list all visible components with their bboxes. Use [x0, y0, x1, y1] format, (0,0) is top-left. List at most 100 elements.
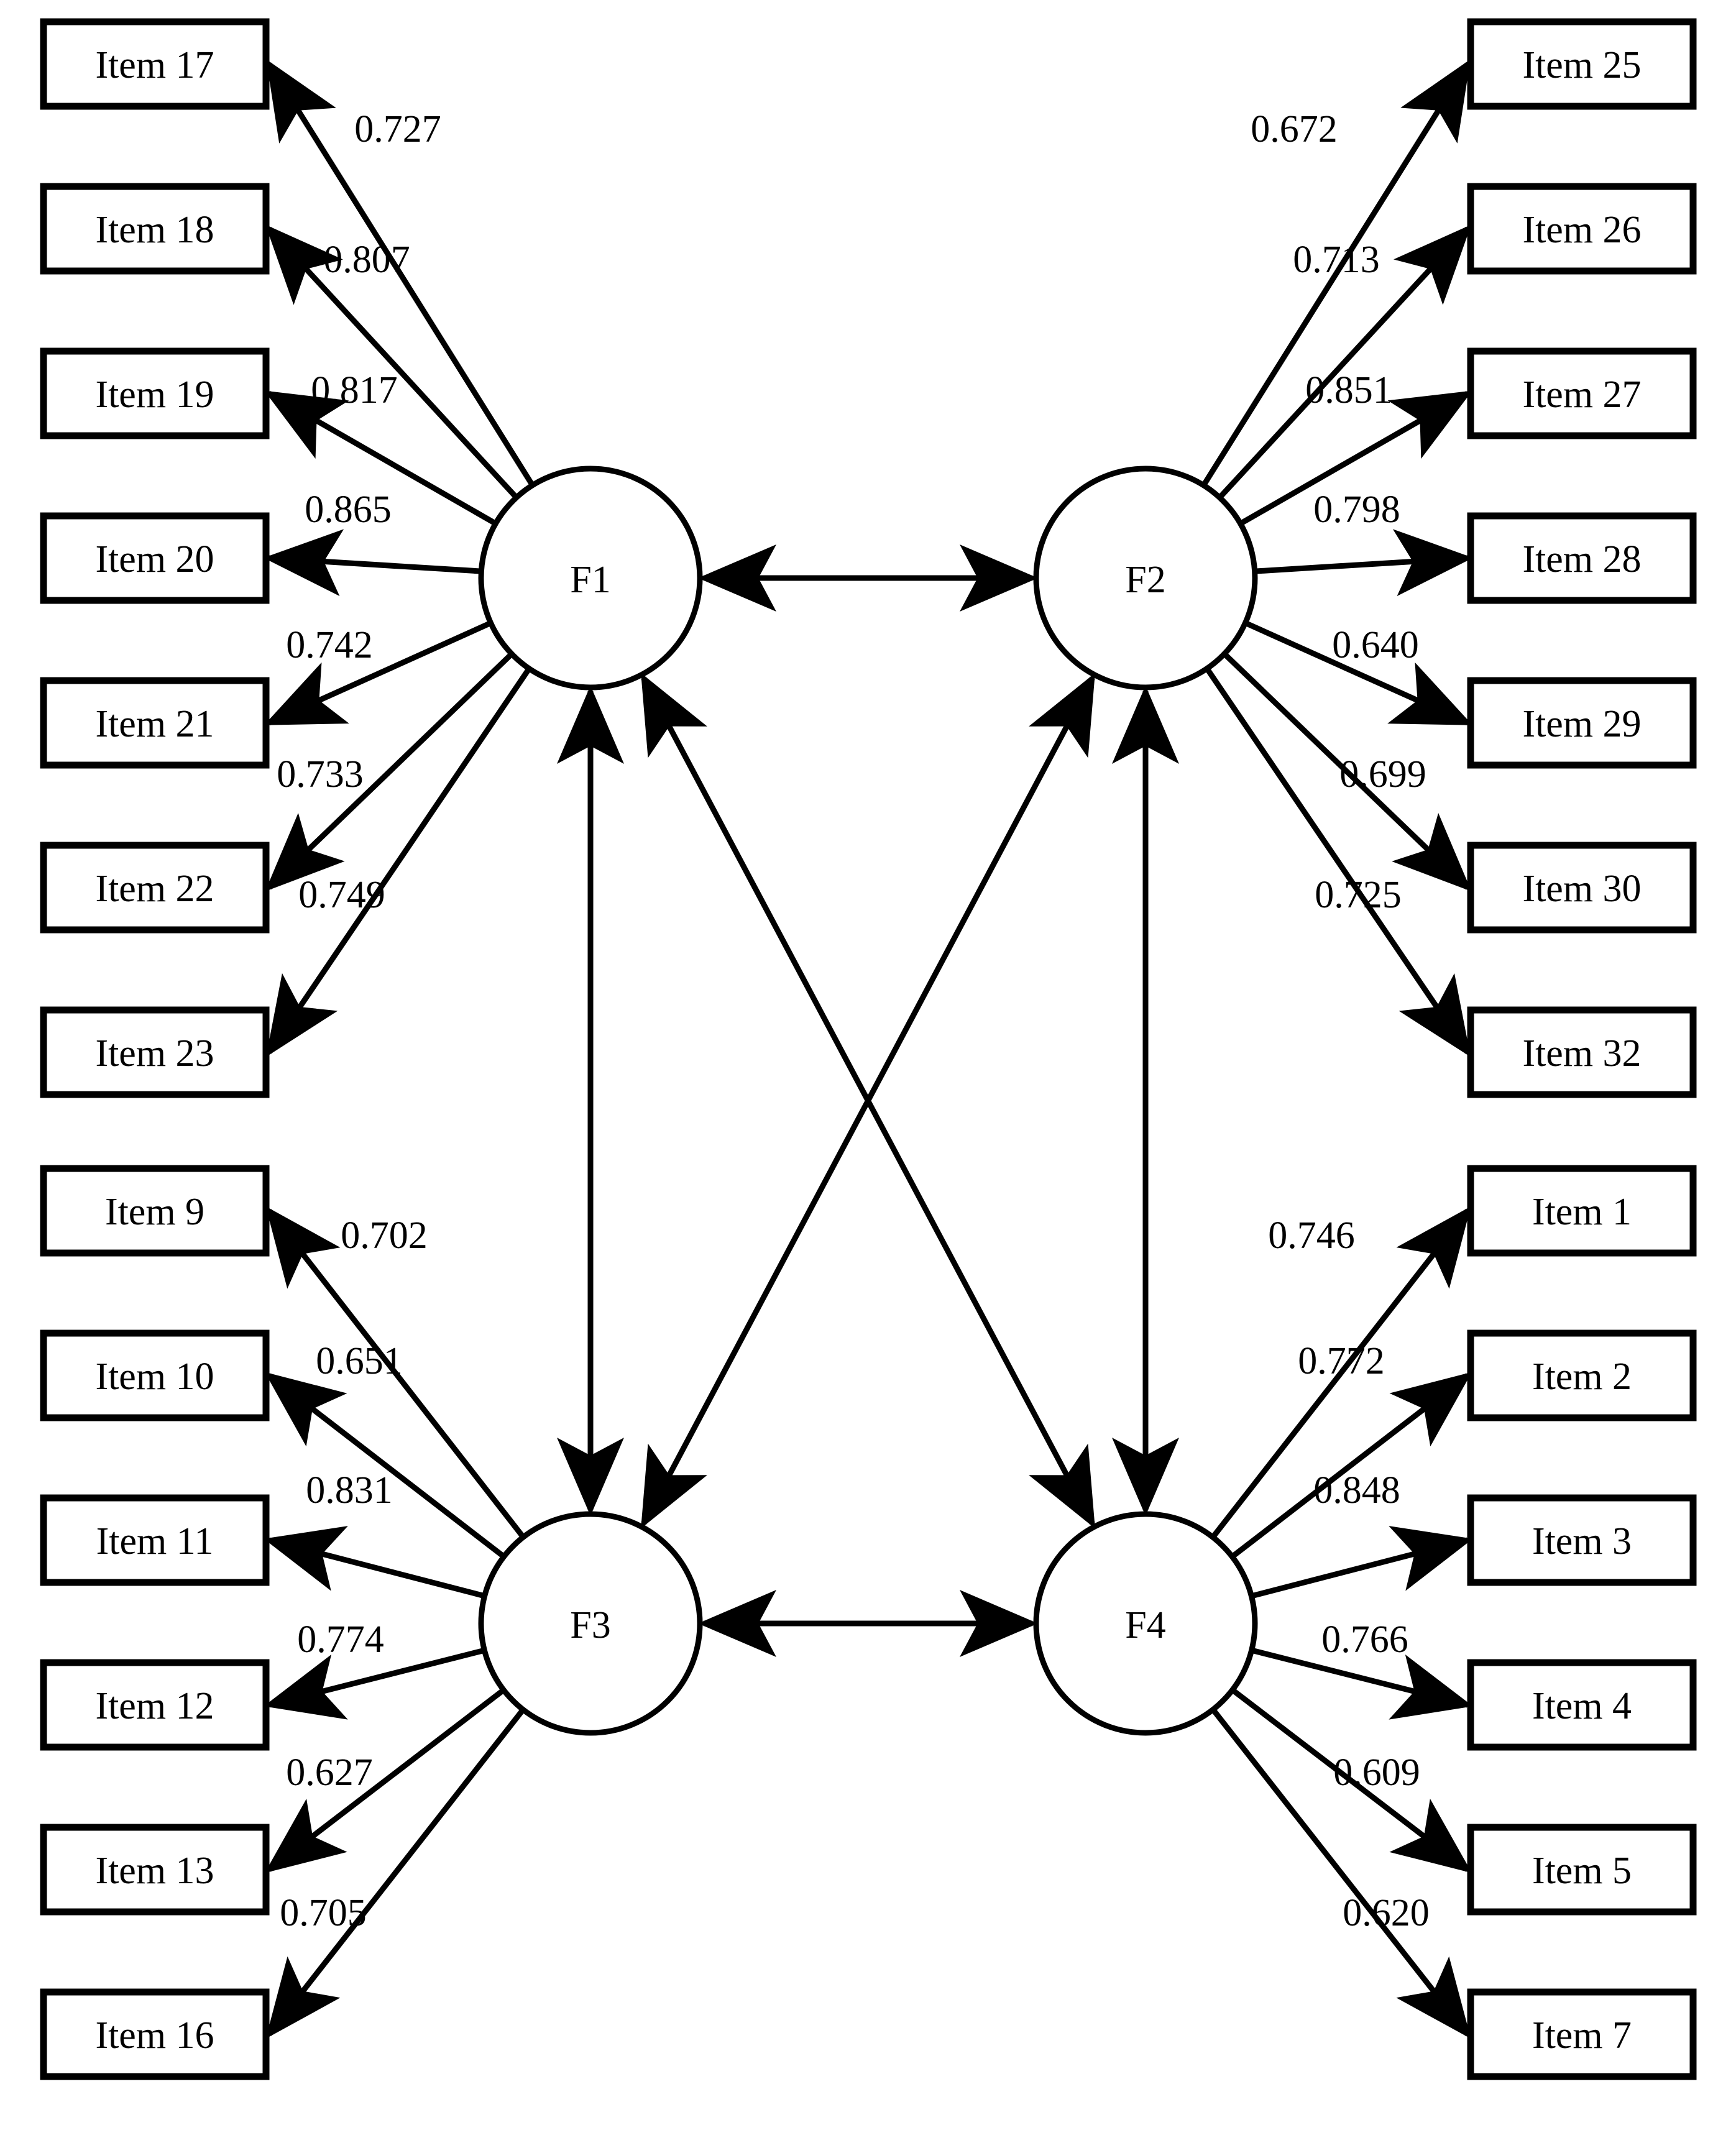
indicator-rect[interactable] [40, 183, 270, 275]
factor-loading-arrow [265, 667, 531, 1057]
indicator-box[interactable]: Item 23 [40, 1006, 270, 1098]
indicator-rect[interactable] [1467, 512, 1697, 604]
factor-circle[interactable] [478, 1511, 703, 1736]
factor-loading-arrow [1254, 529, 1473, 597]
indicator-rect[interactable] [40, 1824, 270, 1916]
loading-value-label: 0.851 [1305, 369, 1392, 411]
indicator-box[interactable]: Item 5 [1467, 1824, 1697, 1916]
indicator-label: Item 18 [95, 209, 214, 251]
indicator-label: Item 19 [95, 374, 214, 416]
factor-loading-arrow [264, 390, 497, 526]
indicator-rect[interactable] [1467, 1659, 1697, 1751]
indicator-box[interactable]: Item 18 [40, 183, 270, 275]
indicator-rect[interactable] [40, 1659, 270, 1751]
indicator-rect[interactable] [40, 842, 270, 934]
indicator-box[interactable]: Item 20 [40, 512, 270, 604]
loading-value-label: 0.699 [1339, 753, 1426, 796]
indicator-box[interactable]: Item 2 [1467, 1329, 1697, 1421]
indicator-label: Item 29 [1522, 703, 1641, 745]
indicator-rect[interactable] [1467, 677, 1697, 769]
indicator-label: Item 7 [1532, 2014, 1632, 2057]
indicator-rect[interactable] [1467, 18, 1697, 110]
factor-label: F4 [1125, 1604, 1165, 1646]
indicator-box[interactable]: Item 22 [40, 842, 270, 934]
factor-circle[interactable] [1033, 1511, 1258, 1736]
loading-value-label: 0.831 [306, 1469, 393, 1512]
indicator-label: Item 1 [1532, 1191, 1632, 1233]
indicator-rect[interactable] [40, 1988, 270, 2080]
factor-loading-arrow [1231, 1687, 1472, 1873]
indicator-box[interactable]: Item 19 [40, 347, 270, 439]
indicator-box[interactable]: Item 21 [40, 677, 270, 769]
indicator-label: Item 28 [1522, 538, 1641, 581]
indicator-box[interactable]: Item 25 [1467, 18, 1697, 110]
factor-loading-arrow [1239, 390, 1472, 526]
loading-value-label: 0.672 [1251, 108, 1338, 150]
indicator-box[interactable]: Item 13 [40, 1824, 270, 1916]
factor-loading-arrow [1201, 59, 1471, 487]
indicator-label: Item 2 [1532, 1356, 1632, 1398]
indicator-rect[interactable] [1467, 1006, 1697, 1098]
factor-circle[interactable] [1033, 466, 1258, 691]
indicator-rect[interactable] [40, 1006, 270, 1098]
indicator-rect[interactable] [40, 1329, 270, 1421]
indicator-label: Item 26 [1522, 209, 1641, 251]
indicator-box[interactable]: Item 30 [1467, 842, 1697, 934]
indicator-rect[interactable] [40, 512, 270, 604]
factor-loading-arrow [1230, 1372, 1472, 1559]
indicator-rect[interactable] [1467, 183, 1697, 275]
loading-value-label: 0.865 [305, 489, 392, 531]
factor-correlation-arrow-f2-f3 [641, 673, 1095, 1529]
indicator-rect[interactable] [40, 18, 270, 110]
indicator-box[interactable]: Item 17 [40, 18, 270, 110]
indicator-box[interactable]: Item 7 [1467, 1988, 1697, 2080]
indicator-box[interactable]: Item 27 [1467, 347, 1697, 439]
indicator-rect[interactable] [1467, 1494, 1697, 1586]
indicator-rect[interactable] [1467, 1165, 1697, 1257]
factor-loading-arrow [264, 620, 492, 726]
loading-value-label: 0.798 [1313, 489, 1400, 531]
indicator-box[interactable]: Item 16 [40, 1988, 270, 2080]
loading-value-label: 0.651 [316, 1340, 403, 1382]
factor-node-f2[interactable]: F2 [1033, 466, 1258, 691]
indicator-label: Item 10 [95, 1356, 214, 1398]
indicator-rect[interactable] [1467, 347, 1697, 439]
factor-loading-arrow [264, 1687, 506, 1873]
factor-node-f3[interactable]: F3 [478, 1511, 703, 1736]
indicator-box[interactable]: Item 28 [1467, 512, 1697, 604]
indicator-rect[interactable] [40, 347, 270, 439]
indicator-box[interactable]: Item 32 [1467, 1006, 1697, 1098]
factor-circle[interactable] [478, 466, 703, 691]
factor-node-f1[interactable]: F1 [478, 466, 703, 691]
factor-label: F2 [1125, 559, 1165, 601]
indicator-rect[interactable] [40, 677, 270, 769]
indicator-label: Item 4 [1532, 1685, 1632, 1727]
indicator-box[interactable]: Item 9 [40, 1165, 270, 1257]
indicator-boxes-layer: Item 17 Item 18 Item 19 Item 20 Item 21 Item … [40, 18, 1697, 2080]
indicator-rect[interactable] [40, 1165, 270, 1257]
loading-value-label: 0.807 [323, 239, 410, 281]
loading-value-label: 0.609 [1333, 1751, 1420, 1794]
indicator-rect[interactable] [40, 1494, 270, 1586]
factor-node-f4[interactable]: F4 [1033, 1511, 1258, 1736]
indicator-label: Item 11 [96, 1520, 214, 1563]
factor-loading-arrow [1251, 1647, 1473, 1720]
indicator-box[interactable]: Item 4 [1467, 1659, 1697, 1751]
indicator-rect[interactable] [1467, 842, 1697, 934]
indicator-box[interactable]: Item 11 [40, 1494, 270, 1586]
indicator-box[interactable]: Item 12 [40, 1659, 270, 1751]
factor-loading-arrow [265, 1707, 526, 2039]
loading-paths-layer [264, 59, 1473, 2039]
indicator-box[interactable]: Item 3 [1467, 1494, 1697, 1586]
indicator-rect[interactable] [1467, 1329, 1697, 1421]
loading-value-label: 0.772 [1298, 1340, 1385, 1382]
indicator-box[interactable]: Item 10 [40, 1329, 270, 1421]
indicator-rect[interactable] [1467, 1988, 1697, 2080]
indicator-rect[interactable] [1467, 1824, 1697, 1916]
indicator-label: Item 22 [95, 868, 214, 910]
indicator-box[interactable]: Item 1 [1467, 1165, 1697, 1257]
loading-value-label: 0.627 [286, 1751, 373, 1794]
indicator-box[interactable]: Item 26 [1467, 183, 1697, 275]
factor-loading-arrow [1217, 224, 1472, 500]
indicator-box[interactable]: Item 29 [1467, 677, 1697, 769]
